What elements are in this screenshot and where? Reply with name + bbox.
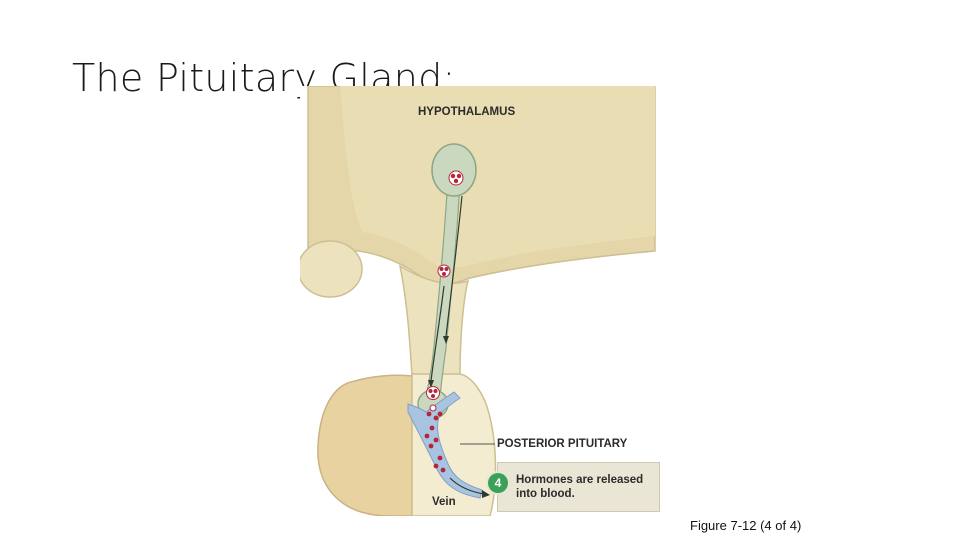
step-description: Hormones are released into blood. [516, 474, 644, 500]
step-number-badge: 4 [488, 473, 508, 493]
figure-caption: Figure 7-12 (4 of 4) [690, 518, 802, 533]
released-hormones [424, 411, 446, 473]
label-vein: Vein [432, 496, 456, 508]
transport-arrow-down-left [430, 285, 445, 382]
pituitary-diagram: HYPOTHALAMUS POSTERIOR PITUITARY Vein 4 … [300, 86, 660, 516]
hypothalamus-inner-layer [340, 86, 655, 268]
hormone-cluster-cell-body [448, 170, 464, 186]
vein [407, 391, 483, 499]
label-posterior-pituitary: POSTERIOR PITUITARY [497, 438, 628, 450]
transport-arrow-down-right [445, 195, 463, 337]
diagram-illustration [300, 86, 660, 516]
hormone-cluster-terminal [426, 386, 440, 412]
anterior-pituitary [317, 374, 413, 516]
optic-chiasm [300, 240, 363, 298]
label-hypothalamus: HYPOTHALAMUS [418, 106, 516, 118]
vein-arrow [449, 477, 485, 495]
hormone-cluster-axon [437, 264, 451, 278]
step-callout: 4 Hormones are released into blood. [488, 462, 660, 512]
neuron-cell-body [431, 143, 477, 197]
